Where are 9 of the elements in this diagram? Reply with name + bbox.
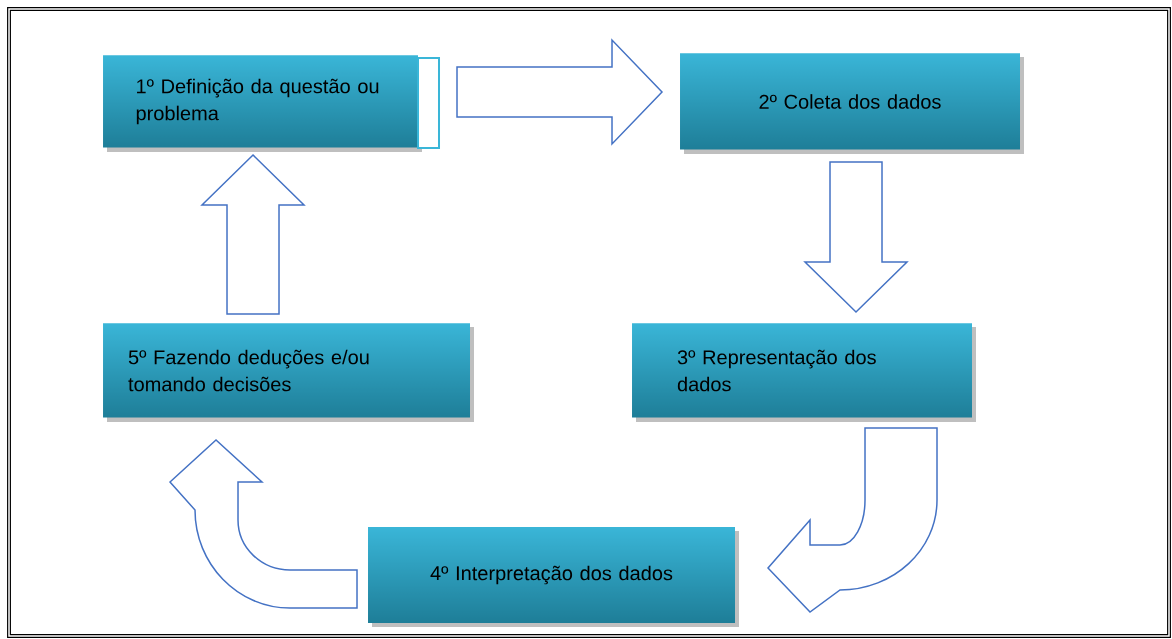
block-arrow — [803, 161, 909, 314]
process-box: 1º Definição da questão ou problema — [103, 55, 440, 152]
process-box: 5º Fazendo deduções e/ou tomando decisões — [103, 323, 474, 422]
process-box: 2º Coleta dos dados — [680, 53, 1024, 154]
block-arrow — [456, 38, 664, 146]
process-box: 4º Interpretação dos dados — [368, 527, 739, 627]
block-arrow — [200, 153, 306, 315]
process-box: 3º Representação dos dados — [632, 323, 976, 422]
block-arrow — [767, 427, 938, 613]
